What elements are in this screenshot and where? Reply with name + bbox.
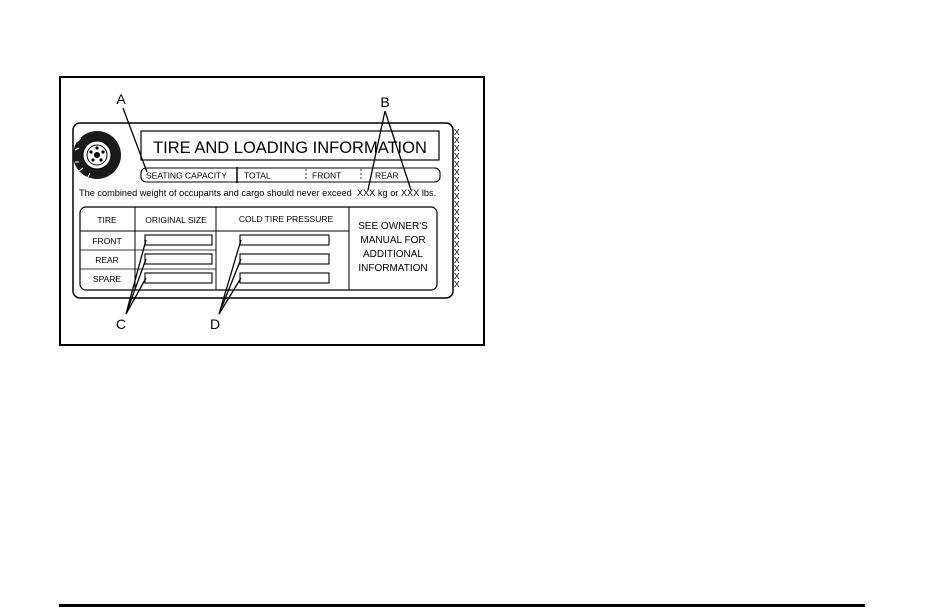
pressure-spare-blank (240, 273, 329, 283)
weight-notice: The combined weight of occupants and car… (79, 188, 352, 198)
table-header-tire: TIRE (97, 215, 117, 225)
table-header-cold-tire-pressure: COLD TIRE PRESSURE (239, 214, 334, 224)
callout-d: D (210, 316, 220, 332)
seating-capacity-label: SEATING CAPACITY (146, 171, 227, 181)
table-row-front: FRONT (92, 236, 121, 246)
callout-d-leader (219, 278, 241, 314)
owners-manual-line-1: SEE OWNER'S (358, 221, 428, 232)
table-header-original-size: ORIGINAL SIZE (145, 215, 207, 225)
callout-d-leader (219, 240, 241, 314)
total-label: TOTAL (244, 171, 271, 181)
front-label: FRONT (312, 171, 341, 181)
label-title: TIRE AND LOADING INFORMATION (153, 139, 427, 157)
pressure-front-blank (240, 235, 329, 245)
rear-label: REAR (375, 171, 399, 181)
original-size-front-blank (145, 235, 212, 245)
owners-manual-line-2: MANUAL FOR (360, 235, 425, 246)
callout-c-leader (126, 240, 146, 314)
tire-label-figure: TIRE AND LOADING INFORMATION SEATING CAP… (59, 76, 485, 346)
table-row-spare: SPARE (93, 274, 122, 284)
callout-c-leader (126, 259, 146, 314)
weight-value: XXX kg or XXX lbs. (357, 188, 436, 198)
callout-c-leader (126, 278, 146, 314)
side-mark: X (454, 279, 460, 289)
callout-b: B (380, 94, 389, 110)
callout-c: C (116, 316, 126, 332)
tire-label-diagram: TIRE AND LOADING INFORMATION SEATING CAP… (61, 78, 487, 348)
owners-manual-line-4: INFORMATION (358, 263, 427, 274)
tire-icon (73, 131, 121, 179)
table-row-rear: REAR (95, 255, 119, 265)
pressure-rear-blank (240, 254, 329, 264)
original-size-rear-blank (145, 254, 212, 264)
original-size-spare-blank (145, 273, 212, 283)
footer-rule (59, 604, 865, 607)
side-marks: X X X X X X X X X X X X X X X X X X X X (454, 127, 460, 289)
owners-manual-line-3: ADDITIONAL (363, 249, 423, 260)
callout-a: A (116, 91, 126, 107)
callout-d-leader (219, 259, 241, 314)
